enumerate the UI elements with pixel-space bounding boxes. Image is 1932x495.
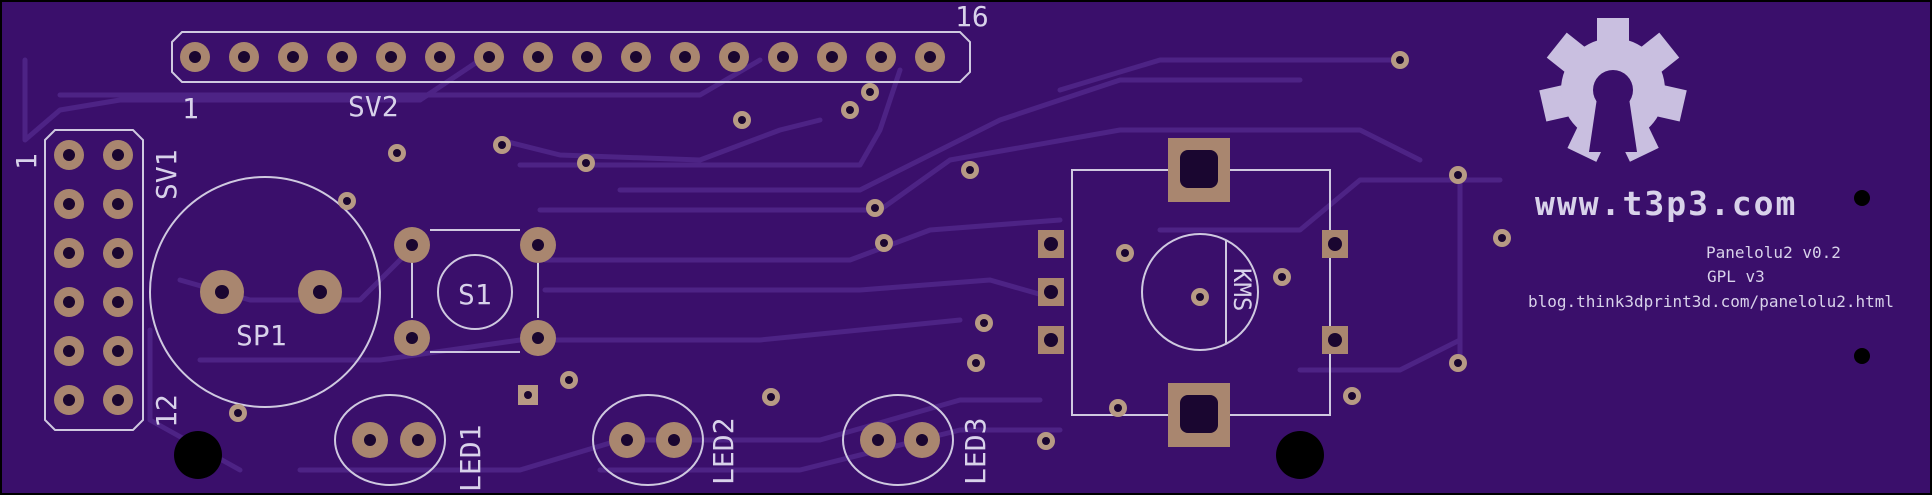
vias xyxy=(229,51,1511,450)
led3: LED3 xyxy=(842,394,992,486)
sv2-pins xyxy=(180,42,945,72)
led1: LED1 xyxy=(334,394,487,492)
mounting-holes xyxy=(174,190,1870,479)
led2: LED2 xyxy=(592,394,740,486)
led1-label: LED1 xyxy=(454,425,487,492)
speaker-label: SP1 xyxy=(236,319,287,352)
sv2-pin-last-label: 16 xyxy=(955,0,989,33)
copper-traces xyxy=(22,57,1503,473)
url-text: blog.think3dprint3d.com/panelolu2.html xyxy=(1528,292,1894,311)
sv2-name-label: SV2 xyxy=(348,90,399,123)
led3-label: LED3 xyxy=(959,418,992,485)
sv1-pin-first-label: 1 xyxy=(10,153,43,170)
website-text: www.t3p3.com xyxy=(1535,184,1797,223)
sv1-pins xyxy=(54,140,133,415)
led2-label: LED2 xyxy=(707,418,740,485)
rotary-encoder: KMS xyxy=(1038,138,1348,447)
gear-logo xyxy=(1539,18,1687,162)
sv2-header: 16 1 SV2 xyxy=(171,0,989,125)
sv1-pin-last-label: 12 xyxy=(150,394,183,428)
branding: www.t3p3.com Panelolu2 v0.2 GPL v3 blog.… xyxy=(1528,184,1894,311)
board-name-text: Panelolu2 v0.2 xyxy=(1706,243,1841,262)
sv1-header: 1 SV1 12 xyxy=(10,129,183,431)
switch-s1: S1 xyxy=(394,227,556,356)
switch-label: S1 xyxy=(458,278,492,311)
speaker-sp1: SP1 xyxy=(149,176,381,408)
license-text: GPL v3 xyxy=(1707,267,1765,286)
sv2-pin-first-label: 1 xyxy=(182,92,199,125)
sv1-name-label: SV1 xyxy=(150,149,183,200)
encoder-label: KMS xyxy=(1228,268,1256,311)
